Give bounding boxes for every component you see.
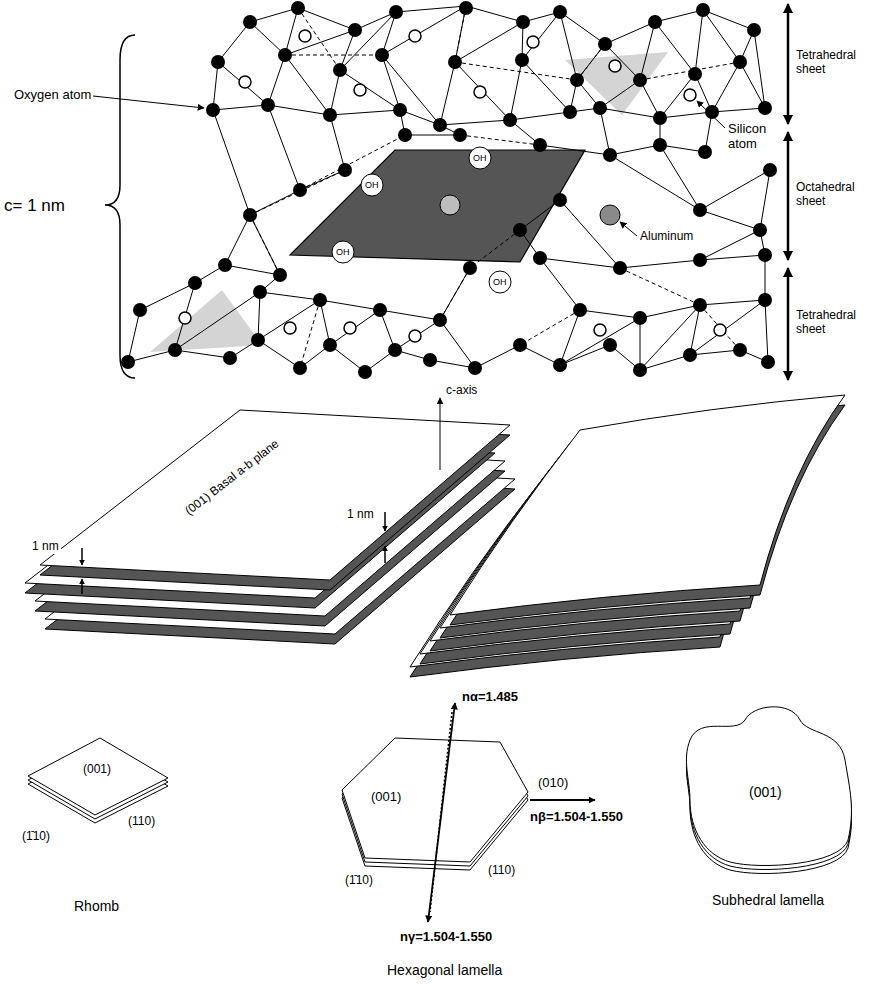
dimension-label: 1 nm: [345, 508, 376, 522]
crystal-structure: [93, 1, 788, 380]
hydroxyl-circles: [332, 147, 511, 293]
dashed-bond-lines: [250, 6, 740, 368]
crystal-name: Hexagonal lamella: [387, 962, 502, 978]
face-index: (110): [128, 815, 155, 829]
brace: [105, 35, 135, 378]
sheet-arrows: [787, 4, 790, 380]
face-index: (001): [749, 784, 782, 800]
dimension-label: 1 nm: [30, 540, 61, 554]
curved-layer-stack: [410, 395, 845, 677]
bond-lines: [128, 6, 770, 372]
hydroxyl-label: OH: [336, 247, 350, 257]
face-index: (1̄10): [22, 830, 50, 844]
crystal-name: Subhedral lamella: [712, 892, 824, 908]
plane-label: (001) Basal a-b plane: [183, 437, 282, 518]
hydroxyl-label: OH: [365, 180, 379, 190]
refractive-index: nβ=1.504-1.550: [530, 810, 623, 825]
dimension-label: c= 1 nm: [4, 196, 65, 216]
atom-label: Oxygen atom: [14, 88, 91, 103]
sheet-label: Octahedral sheet: [796, 181, 868, 209]
sheet-label: Tetrahedral sheet: [796, 49, 868, 77]
subhedral-crystal: [686, 707, 851, 874]
tetrahedron-shade: [150, 290, 262, 352]
face-index: (110): [488, 864, 515, 878]
octahedron-shade: [290, 150, 585, 262]
crystal-name: Rhomb: [74, 898, 119, 914]
rhomb-crystal: [28, 738, 168, 823]
atom-label: Aluminum: [640, 230, 693, 244]
axis-label: c-axis: [446, 384, 477, 398]
face-index: (1̄10): [345, 874, 373, 888]
face-index: (010): [538, 776, 568, 791]
oxygen-atoms: [121, 1, 777, 379]
face-index: (001): [371, 790, 401, 805]
leader-arrows: [93, 96, 725, 236]
flat-layer-stack: [25, 398, 515, 644]
hydroxyl-label: OH: [473, 153, 487, 163]
aluminum-atom: [440, 195, 460, 215]
aluminum-atom: [600, 205, 620, 225]
face-index: (001): [83, 763, 111, 777]
sheet-label: Tetrahedral sheet: [796, 309, 868, 337]
atom-label: Silicon atom: [728, 122, 784, 152]
tetrahedron-shade: [565, 52, 668, 115]
hydroxyl-label: OH: [493, 277, 507, 287]
refractive-index: nα=1.485: [462, 690, 518, 705]
silicon-atoms: [179, 30, 726, 342]
refractive-index: nγ=1.504-1.550: [400, 930, 492, 945]
